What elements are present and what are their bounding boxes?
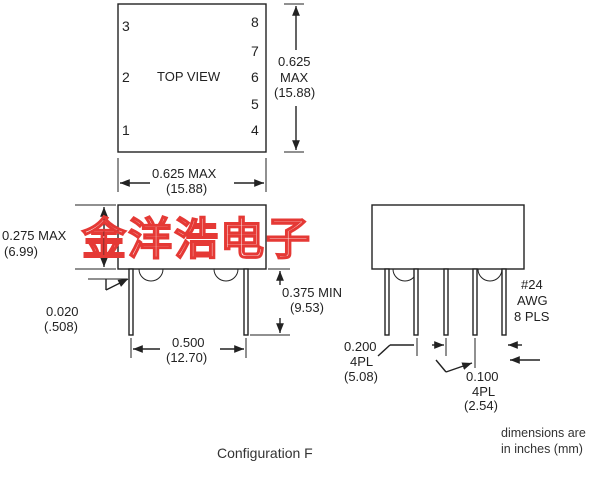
pin-length-mm: (9.53) [290, 300, 324, 315]
side-pin-right [243, 268, 249, 336]
end-view-body [371, 204, 525, 270]
wire-pls: 8 PLS [514, 309, 550, 324]
side-pin-left [128, 268, 134, 336]
pin-label-7: 7 [251, 43, 259, 59]
height-mm: (15.88) [274, 85, 315, 100]
standoff-right [213, 268, 239, 282]
side-view-body [117, 204, 267, 270]
row-spacing-count: 4PL [350, 354, 373, 369]
pin-length-dim: 0.375 MIN [282, 285, 342, 300]
pin-label-8: 8 [251, 14, 259, 30]
pin-offset-dim: 0.020 [46, 304, 79, 319]
width-dim: 0.625 MAX [152, 166, 217, 181]
pin-spacing-dim: 0.500 [172, 335, 205, 350]
pitch-leader-diag [435, 359, 447, 373]
pin-spacing-mm: (12.70) [166, 350, 207, 365]
wire-gauge: #24 [521, 277, 543, 292]
pin-offset-arrow [105, 278, 129, 291]
pin-label-3: 3 [122, 18, 130, 34]
pin-label-6: 6 [251, 69, 259, 85]
end-pin-3 [443, 268, 449, 336]
top-view-outline [117, 3, 267, 153]
end-view: #24 AWG 8 PLS 0.200 4PL (5.08) 0.100 4PL… [344, 204, 550, 413]
row-spacing-diag [377, 344, 391, 357]
side-view: 0.275 MAX (6.99) 0.020 (.508) 0.375 MIN … [2, 204, 342, 365]
pitch-count: 4PL [472, 384, 495, 399]
pitch-dim: 0.100 [466, 369, 499, 384]
units-note-line2: in inches (mm) [501, 442, 583, 456]
pitch-arrow [445, 362, 473, 373]
row-spacing-mm: (5.08) [344, 369, 378, 384]
height-max: MAX [280, 70, 309, 85]
standoff-left [138, 268, 164, 282]
height-dim: 0.625 [278, 54, 311, 69]
end-pin-2 [413, 268, 419, 336]
end-pin-4 [472, 268, 478, 336]
row-spacing-dim: 0.200 [344, 339, 377, 354]
pin-label-4: 4 [251, 122, 259, 138]
end-pin-1 [384, 268, 390, 336]
units-note-line1: dimensions are [501, 426, 586, 440]
configuration-caption: Configuration F [217, 445, 313, 461]
watermark-text: 金洋浩电子 [81, 214, 312, 265]
width-mm: (15.88) [166, 181, 207, 196]
pin-label-1: 1 [122, 122, 130, 138]
pin-label-5: 5 [251, 96, 259, 112]
body-height-dim: 0.275 MAX [2, 228, 67, 243]
pin-offset-mm: (.508) [44, 319, 78, 334]
pin-label-2: 2 [122, 69, 130, 85]
wire-awg: AWG [517, 293, 548, 308]
top-view-label: TOP VIEW [157, 69, 221, 84]
top-view: 3 2 1 8 7 6 5 4 TOP VIEW 0.625 MAX (15.8… [117, 3, 315, 196]
end-pin-5 [501, 268, 507, 336]
end-standoff-right [477, 268, 503, 282]
pitch-mm: (2.54) [464, 398, 498, 413]
body-height-mm: (6.99) [4, 244, 38, 259]
